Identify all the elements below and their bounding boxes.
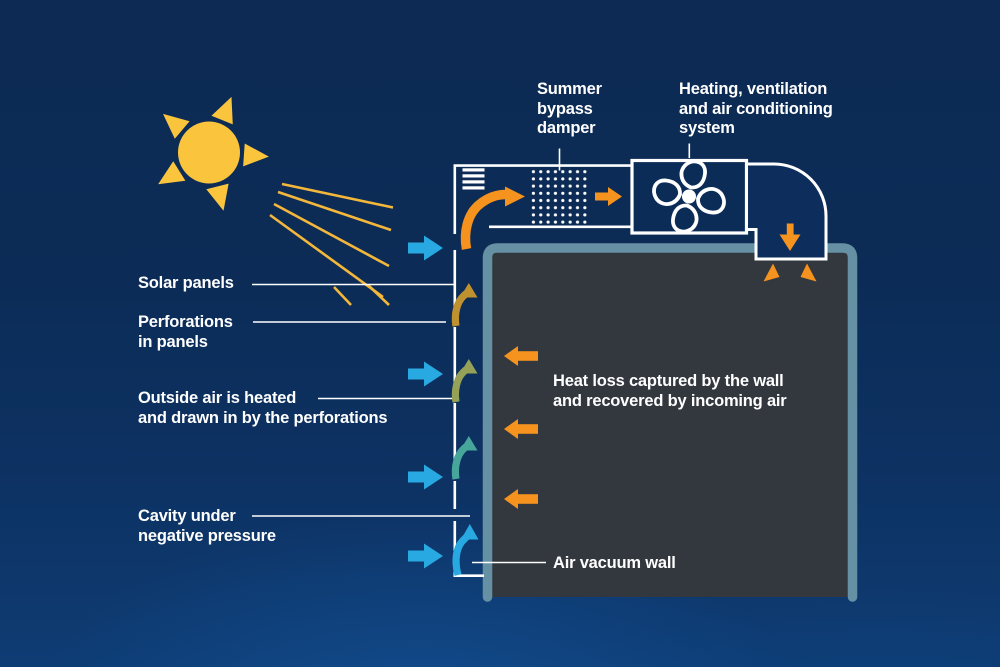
heat-arrow-3 xyxy=(504,489,538,509)
cavity-hook-arrows xyxy=(451,283,479,576)
hvac-label: Heating, ventilation and air conditionin… xyxy=(679,80,833,137)
duct-airflow-arrows xyxy=(460,186,817,282)
inlet-arrow-2 xyxy=(408,361,443,387)
duct-and-panel-lines xyxy=(453,164,632,578)
wall-fill xyxy=(492,252,848,597)
elbow-duct xyxy=(745,162,828,261)
inlet-arrows xyxy=(408,235,443,569)
duct-right-arrow xyxy=(595,187,622,206)
inlet-arrow-4 xyxy=(408,543,443,569)
summer-bypass-damper-label: Summer bypass damper xyxy=(537,80,602,137)
fan-icon xyxy=(652,159,726,234)
airflow-hook-olive xyxy=(451,359,478,403)
solar-panels-label: Solar panels xyxy=(138,274,234,292)
hvac-unit xyxy=(630,158,749,235)
splay-arrow-right xyxy=(800,263,817,282)
cavity-label: Cavity under negative pressure xyxy=(138,507,276,545)
inlet-arrow-1 xyxy=(408,235,443,261)
damper-dots-icon xyxy=(531,169,588,226)
air-vacuum-wall-label: Air vacuum wall xyxy=(553,554,676,572)
inlet-arrow-3 xyxy=(408,464,443,490)
heat-arrow-2 xyxy=(504,419,538,439)
louver-icon xyxy=(462,168,485,190)
heat-loss-label: Heat loss captured by the wall and recov… xyxy=(553,372,787,410)
sun-rays-icon xyxy=(269,182,394,306)
bypass-curve-arrow xyxy=(460,186,525,250)
heat-loss-arrows xyxy=(504,346,538,509)
leader-lines xyxy=(252,143,691,564)
down-arrow-icon xyxy=(779,223,801,251)
air-vacuum-wall xyxy=(482,243,858,602)
heat-arrow-1 xyxy=(504,346,538,366)
outside-air-label: Outside air is heated and drawn in by th… xyxy=(138,389,388,427)
airflow-hook-teal xyxy=(451,436,478,480)
sun-icon xyxy=(158,96,269,211)
airflow-hook-blue xyxy=(452,524,479,576)
splay-arrow-left xyxy=(763,263,780,282)
perforations-label: Perforations in panels xyxy=(138,313,233,351)
wall-border xyxy=(482,243,858,602)
airflow-hook-amber xyxy=(451,283,478,327)
